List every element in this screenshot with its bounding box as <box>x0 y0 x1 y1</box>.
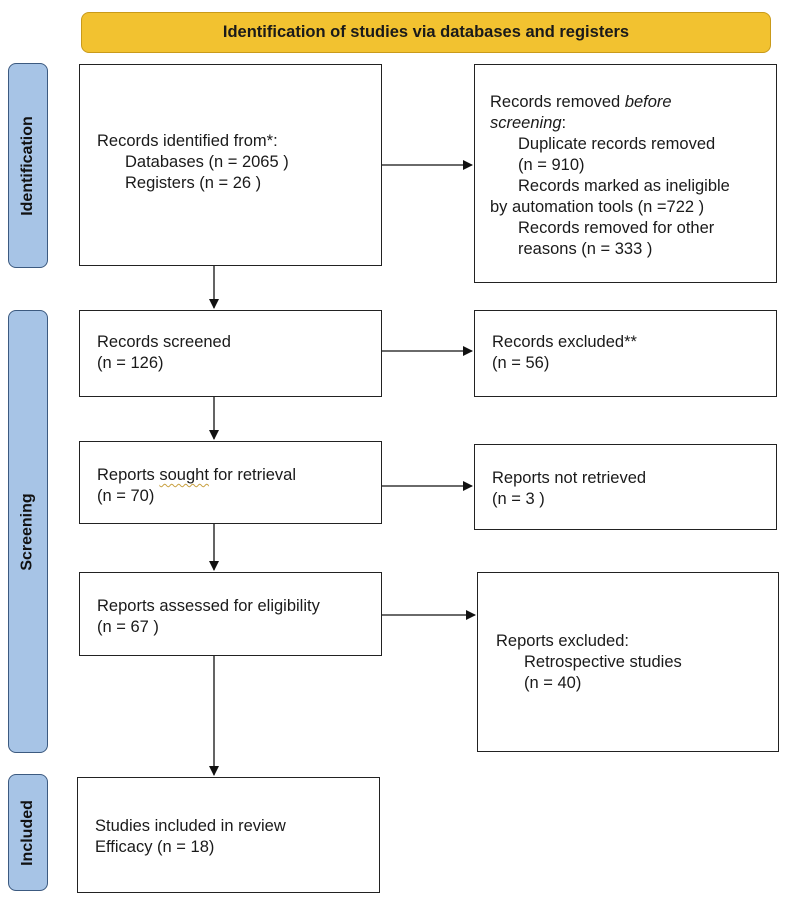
records-screened-label: Records screened <box>97 333 231 351</box>
reports-excluded-reason: Retrospective studies <box>524 653 682 671</box>
reports-sought-post: for retrieval <box>208 466 297 484</box>
other-reasons-line-2: reasons (n = 333 ) <box>518 240 653 258</box>
removed-heading-before: before <box>624 93 672 111</box>
records-excluded-label: Records excluded** <box>492 333 637 351</box>
phase-included: Included <box>8 774 48 891</box>
reports-assessed-label: Reports assessed for eligibility <box>97 597 320 615</box>
studies-included-efficacy: Efficacy (n = 18) <box>95 838 215 856</box>
reports-sought-count: (n = 70) <box>97 487 155 505</box>
records-identified-heading: Records identified from*: <box>97 132 278 150</box>
records-removed-box: Records removed before screening: Duplic… <box>474 64 777 283</box>
removed-heading-screening: screening <box>490 114 562 132</box>
reports-excluded-box: Reports excluded: Retrospective studies … <box>477 572 779 752</box>
phase-screening: Screening <box>8 310 48 753</box>
other-reasons-line-1: Records removed for other <box>518 219 715 237</box>
reports-not-retrieved-label: Reports not retrieved <box>492 469 647 487</box>
reports-excluded-count: (n = 40) <box>524 674 582 692</box>
databases-count: Databases (n = 2065 ) <box>125 153 289 171</box>
reports-assessed-box: Reports assessed for eligibility (n = 67… <box>79 572 382 656</box>
removed-heading-prefix: Records removed <box>490 93 625 111</box>
reports-not-retrieved-count: (n = 3 ) <box>492 490 545 508</box>
records-screened-box: Records screened (n = 126) <box>79 310 382 397</box>
reports-sought-label: Reports sought for retrieval <box>97 465 381 486</box>
records-excluded-count: (n = 56) <box>492 354 550 372</box>
studies-included-label: Studies included in review <box>95 817 286 835</box>
identification-banner: Identification of studies via databases … <box>81 12 771 53</box>
duplicate-removed-count: (n = 910) <box>518 156 585 174</box>
banner-title: Identification of studies via databases … <box>222 23 630 41</box>
duplicate-removed: Duplicate records removed <box>518 135 716 153</box>
reports-sought-box: Reports sought for retrieval (n = 70) <box>79 441 382 524</box>
phase-identification: Identification <box>8 63 48 268</box>
records-excluded-box: Records excluded** (n = 56) <box>474 310 777 397</box>
ineligible-line-1: Records marked as ineligible <box>518 177 730 195</box>
ineligible-line-2: by automation tools (n =722 ) <box>490 198 705 216</box>
reports-sought-pre: Reports <box>97 466 160 484</box>
reports-sought-word: sought <box>159 466 209 484</box>
studies-included-box: Studies included in review Efficacy (n =… <box>77 777 380 893</box>
records-screened-count: (n = 126) <box>97 354 164 372</box>
records-identified-box: Records identified from*: Databases (n =… <box>79 64 382 266</box>
records-removed-heading: Records removed before <box>490 92 776 113</box>
removed-heading-colon: : <box>561 114 567 132</box>
records-removed-heading-2: screening: <box>490 113 776 134</box>
registers-count: Registers (n = 26 ) <box>125 174 262 192</box>
reports-not-retrieved-box: Reports not retrieved (n = 3 ) <box>474 444 777 530</box>
reports-excluded-heading: Reports excluded: <box>496 632 629 650</box>
reports-assessed-count: (n = 67 ) <box>97 618 159 636</box>
